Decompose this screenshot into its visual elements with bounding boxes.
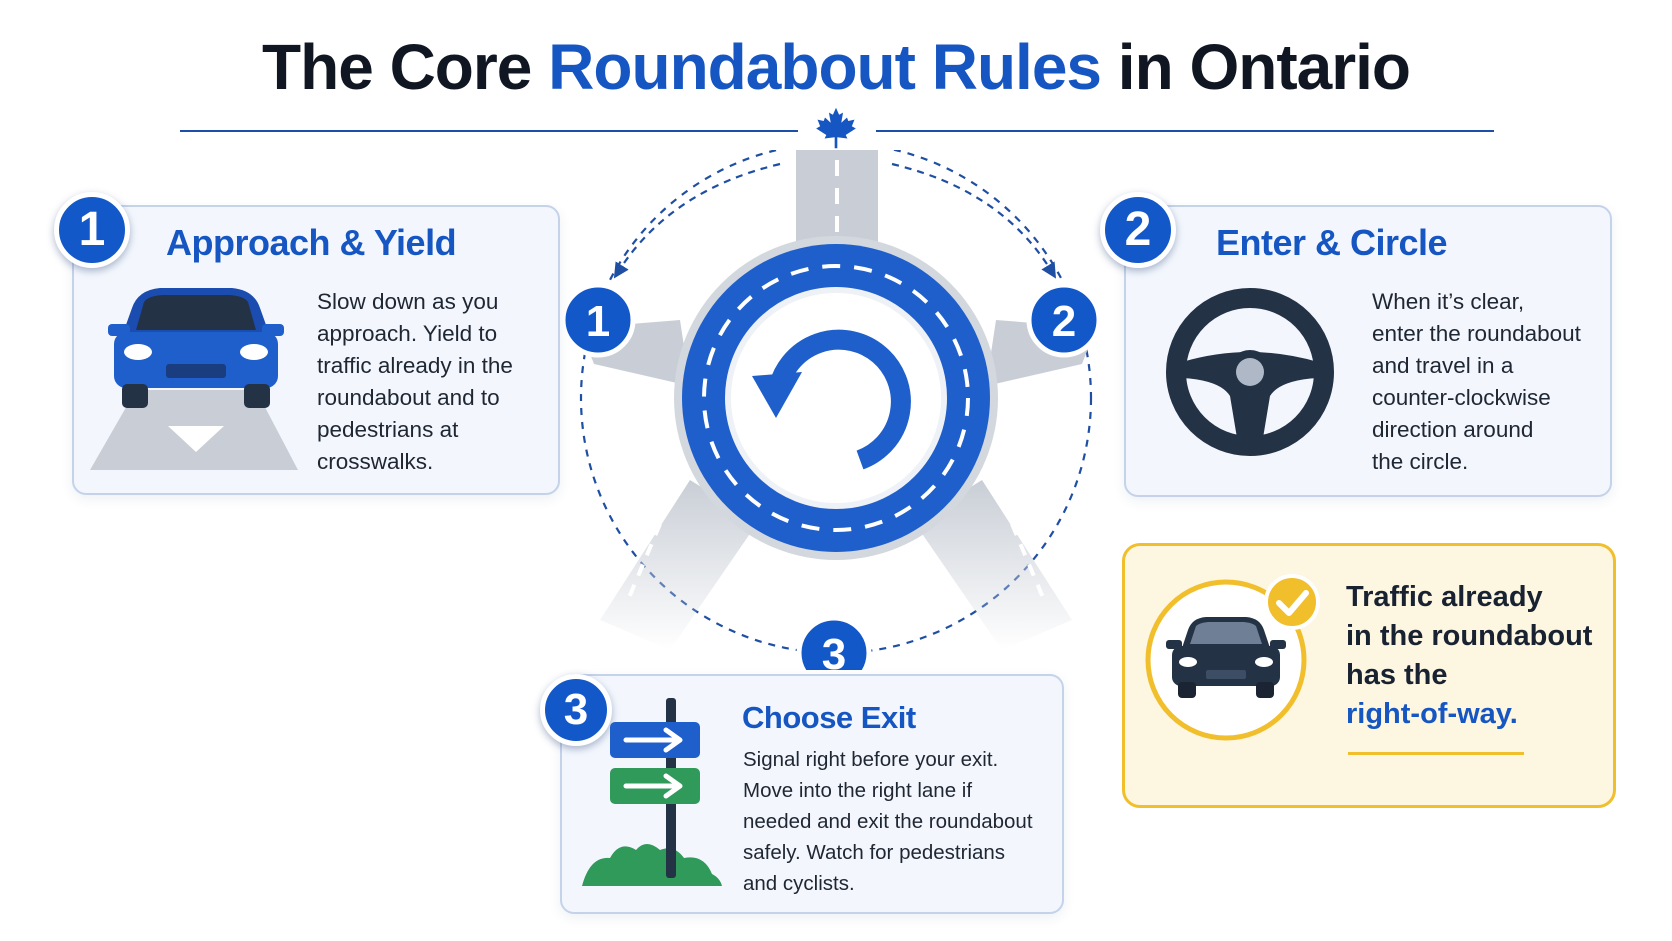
outer-guide-circle [579, 150, 1093, 655]
right-of-way-text: Traffic already in the roundabout has th… [1346, 578, 1600, 734]
steering-wheel-icon [1166, 288, 1334, 456]
roundabout-diagram: 1 2 3 [560, 150, 1102, 670]
car-front-icon [1166, 617, 1286, 698]
diagram-marker-1: 1 [560, 282, 636, 358]
step-title-approach: Approach & Yield [166, 222, 457, 263]
ring-lane-markings [702, 264, 970, 532]
title-part-2: in Ontario [1101, 31, 1411, 103]
step-badge-3: 3 [540, 674, 612, 746]
checkmark-icon [1264, 574, 1320, 630]
right-of-way-highlight: right-of-way. [1346, 698, 1518, 730]
step-body-approach: Slow down as you approach. Yield to traf… [317, 289, 513, 474]
svg-text:2: 2 [1052, 297, 1076, 346]
car-front-icon [90, 288, 298, 470]
title-divider-left [180, 130, 798, 132]
counter-clockwise-arrow-icon [752, 329, 911, 470]
guide-arrow-right [891, 162, 1057, 279]
road-network [580, 150, 1096, 650]
right-of-way-car-icon [1145, 574, 1320, 741]
direction-sign-icon [582, 698, 722, 886]
central-island [725, 287, 947, 509]
step-body-enter: When it’s clear, enter the roundabout an… [1372, 289, 1581, 474]
diagram-marker-2: 2 [1026, 282, 1102, 358]
step-badge-1: 1 [54, 192, 130, 268]
title-part-1: The Core [262, 31, 549, 103]
step-badge-2: 2 [1100, 192, 1176, 268]
diagram-marker-3: 3 [796, 615, 872, 670]
yield-triangle-icon [168, 426, 224, 452]
right-of-way-underline [1348, 752, 1524, 755]
title-highlight: Roundabout Rules [548, 31, 1102, 103]
step-body-exit: Signal right before your exit. Move into… [743, 748, 1033, 895]
svg-text:3: 3 [822, 630, 846, 670]
step-title-exit: Choose Exit [742, 700, 916, 735]
svg-text:1: 1 [586, 297, 610, 346]
maple-leaf-icon [816, 107, 856, 149]
page-title: The Core Roundabout Rules in Ontario [0, 26, 1672, 108]
title-divider-right [876, 130, 1494, 132]
step-card-enter [1124, 205, 1612, 497]
guide-arrow-left [613, 162, 781, 279]
step-title-enter: Enter & Circle [1216, 222, 1448, 263]
